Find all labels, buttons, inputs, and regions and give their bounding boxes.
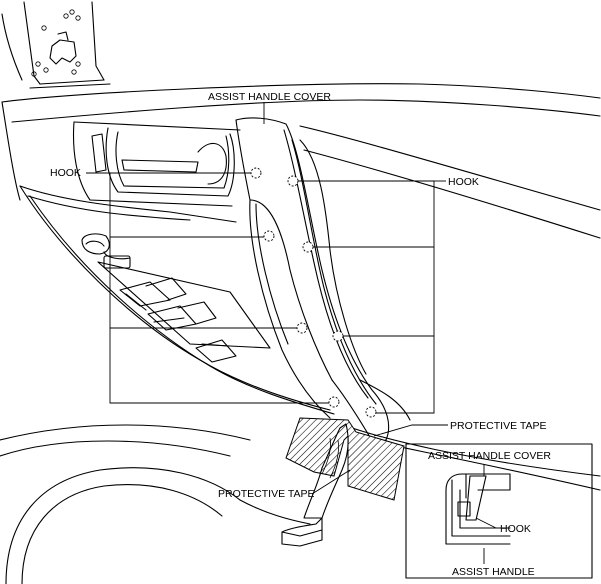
hook-marker <box>332 330 344 342</box>
removed-assist-handle-cover-end <box>281 423 349 547</box>
protective-tape-label-right: PROTECTIVE TAPE <box>450 420 546 432</box>
power-window-switch-panel <box>81 233 271 363</box>
hook-markers <box>250 167 377 418</box>
leader-lines <box>86 102 448 495</box>
detail-assist-handle-cover-label: ASSIST HANDLE COVER <box>428 450 551 462</box>
hook-label-left: HOOK <box>50 167 81 179</box>
detail-assist-handle-label: ASSIST HANDLE <box>452 566 535 578</box>
hook-marker <box>263 230 275 242</box>
protective-tape-label-left: PROTECTIVE TAPE <box>218 488 314 500</box>
protective-tape <box>285 417 405 501</box>
hook-marker <box>250 167 262 179</box>
lower-body-outline <box>0 424 311 584</box>
hook-marker <box>296 322 308 334</box>
hook-marker <box>328 396 340 408</box>
hook-marker <box>365 406 377 418</box>
detail-hook-label: HOOK <box>500 523 531 535</box>
assist-handle-cover-label: ASSIST HANDLE COVER <box>208 91 331 103</box>
detail-inset: ASSIST HANDLE COVER HOOK ASSIST HANDLE <box>405 443 593 579</box>
hook-marker <box>287 175 299 187</box>
door-lock-area <box>1 1 111 89</box>
hook-label-right: HOOK <box>448 176 479 188</box>
hook-marker <box>302 241 314 253</box>
inner-door-handle-recess <box>73 121 241 207</box>
